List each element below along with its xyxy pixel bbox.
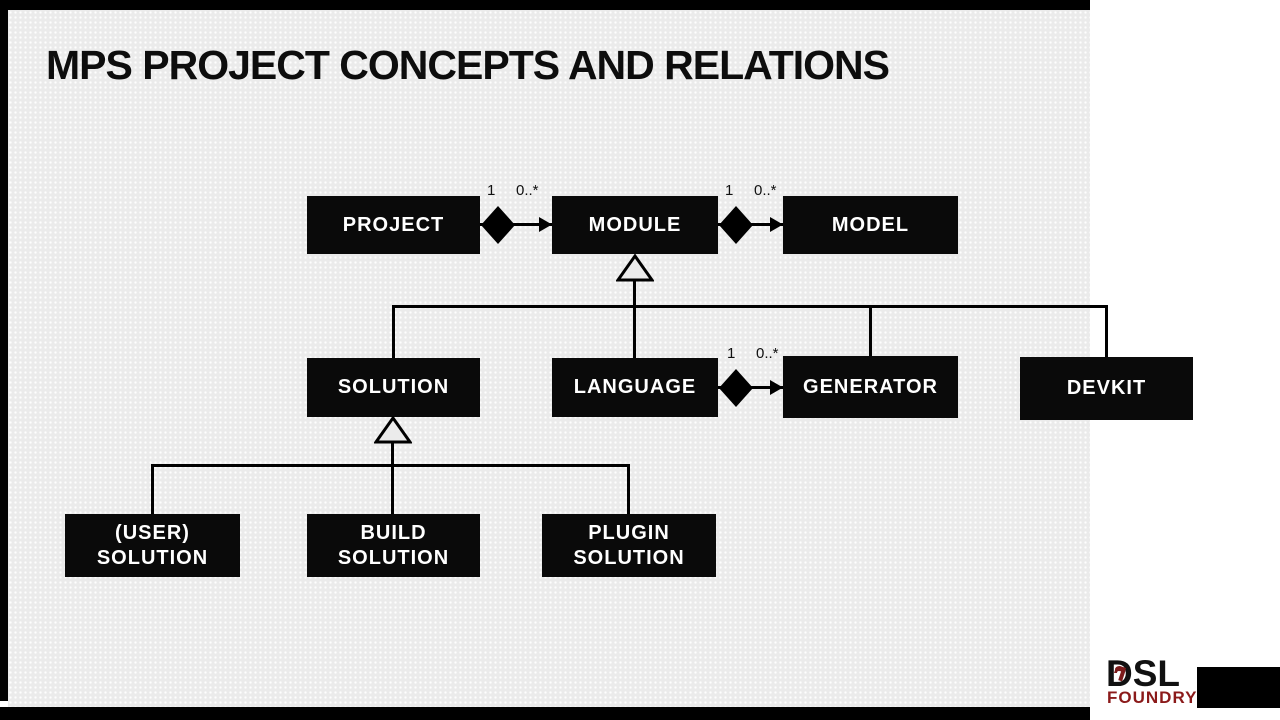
node-module: MODULE [552,196,718,254]
generalization-horizontal-line [151,464,630,467]
generalization-drop-user-solution [151,464,154,514]
generalization-triangle-icon [616,254,654,282]
node-language: LANGUAGE [552,358,718,417]
node-model-label: MODEL [831,213,910,236]
node-project-label: PROJECT [342,213,445,236]
node-language-label: LANGUAGE [573,376,697,398]
generalization-drop-language [633,305,636,358]
generalization-drop-generator [869,305,872,356]
generalization-stem-line [633,280,636,307]
slide-title: MPS PROJECT CONCEPTS AND RELATIONS [46,42,890,88]
generalization-stem-line [391,442,394,466]
generalization-horizontal-line [392,305,1108,308]
node-build-solution-line1: BUILD [360,521,427,544]
frame-bottom-bar [0,707,1090,720]
multiplicity-label: 0..* [754,182,777,199]
frame-left-bar [0,0,8,701]
node-devkit: DEVKIT [1020,357,1193,420]
node-user-solution-line1: (USER) [115,521,190,544]
multiplicity-label: 0..* [756,345,779,362]
node-module-label: MODULE [588,213,682,236]
multiplicity-label: 1 [725,182,734,199]
arrowhead-icon [770,217,783,232]
node-build-solution: BUILD SOLUTION [307,514,480,577]
generalization-drop-solution [392,305,395,358]
node-plugin-solution-line1: PLUGIN [588,521,670,544]
logo-black-block [1197,667,1280,708]
generalization-triangle-icon [374,416,412,444]
composition-diamond-icon [719,206,753,244]
multiplicity-label: 0..* [516,182,539,199]
node-plugin-solution-line2: SOLUTION [573,546,685,569]
generalization-drop-plugin-solution [627,464,630,514]
node-generator: GENERATOR [783,356,958,418]
logo-foundry-text: FOUNDRY [1107,688,1198,707]
association-project-module-line [480,223,552,226]
node-user-solution: (USER) SOLUTION [65,514,240,577]
node-build-solution-line2: SOLUTION [337,546,450,569]
composition-diamond-icon [719,369,753,407]
logo-dsl-text: DSL [1106,653,1180,694]
node-model: MODEL [783,196,958,254]
multiplicity-label: 1 [727,345,736,362]
multiplicity-label: 1 [487,182,496,199]
hammer-icon [1114,666,1126,682]
arrowhead-icon [770,380,783,395]
frame-top-bar [0,0,1090,10]
node-devkit-label: DEVKIT [1066,377,1147,399]
node-solution-label: SOLUTION [337,376,450,398]
node-plugin-solution: PLUGIN SOLUTION [542,514,716,577]
node-solution: SOLUTION [307,358,480,417]
arrowhead-icon [539,217,552,232]
node-project: PROJECT [307,196,480,254]
generalization-drop-devkit [1105,305,1108,357]
composition-diamond-icon [481,206,515,244]
generalization-drop-build-solution [391,464,394,514]
node-user-solution-line2: SOLUTION [96,546,209,569]
node-generator-label: GENERATOR [803,375,938,398]
